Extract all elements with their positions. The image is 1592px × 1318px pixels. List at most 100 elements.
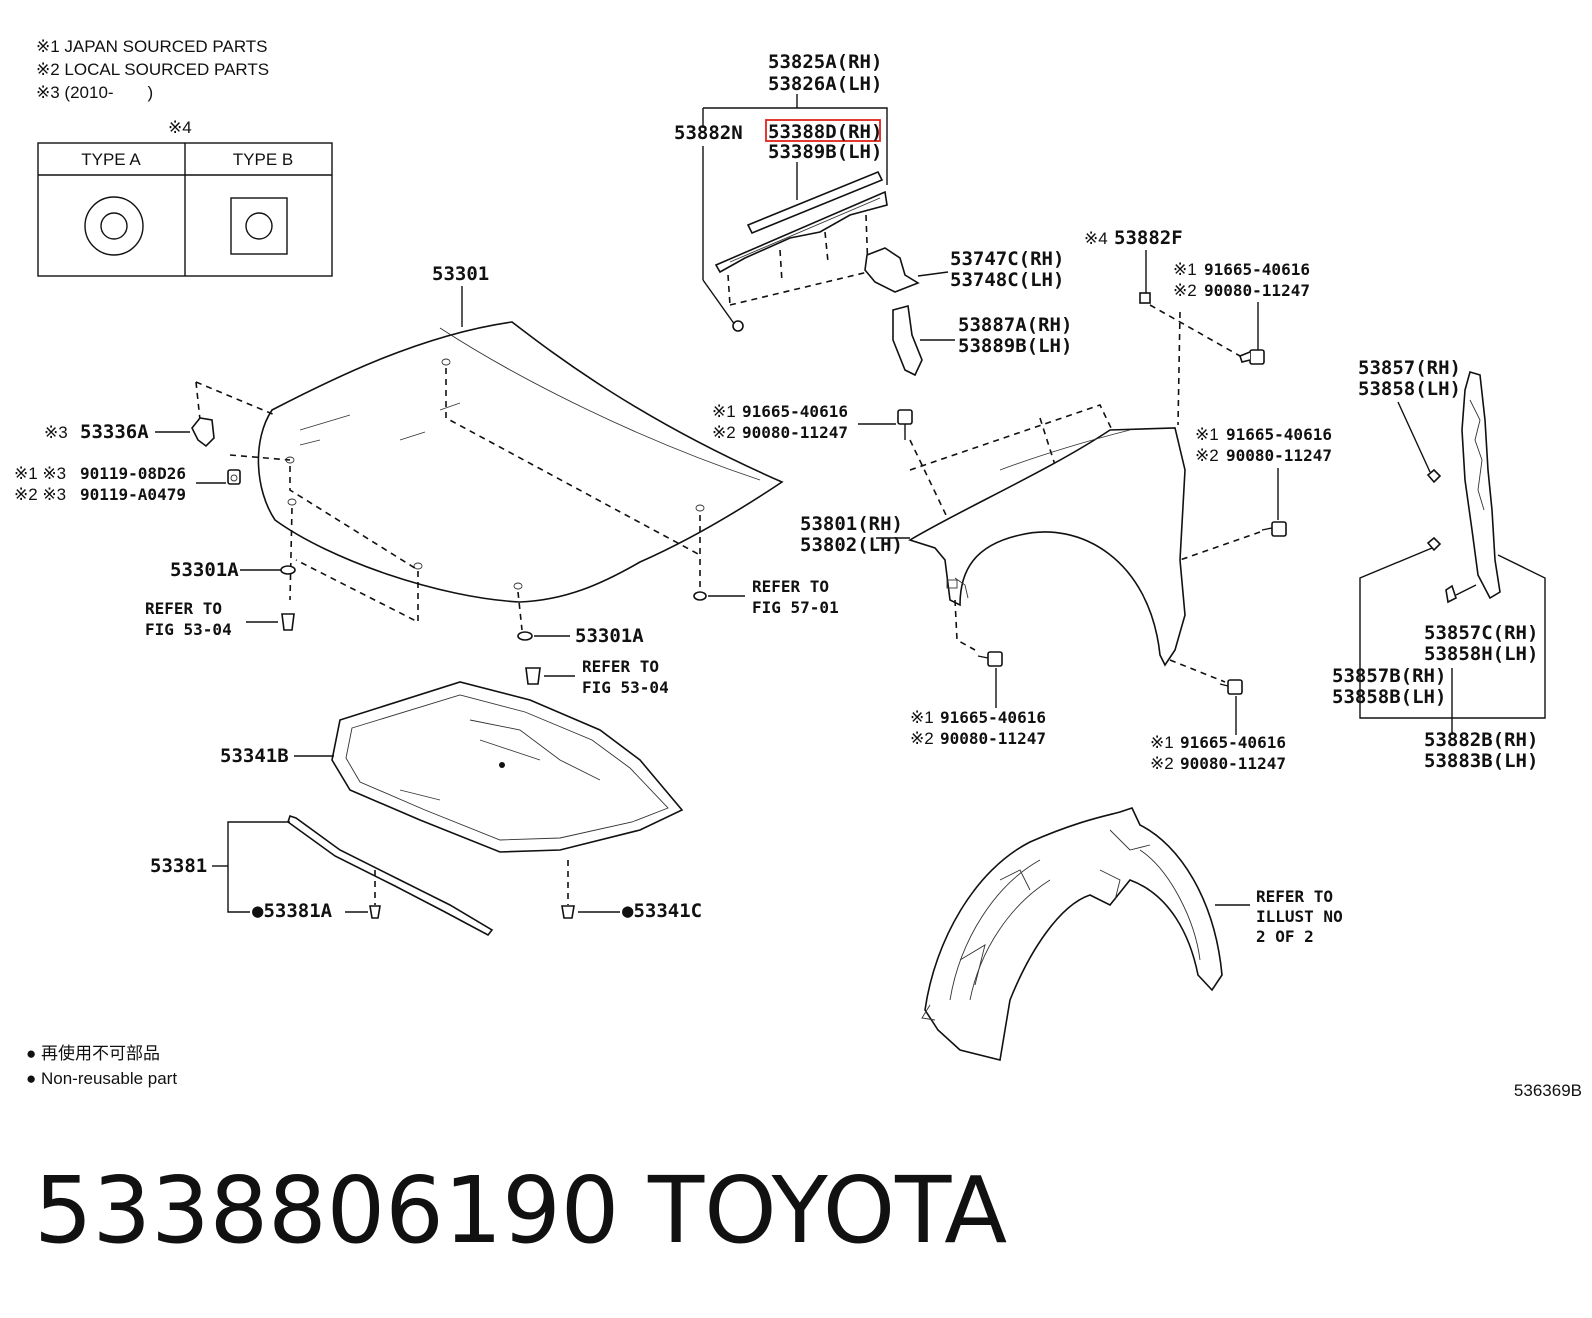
- part-number: 5338806190: [34, 1157, 619, 1264]
- marker-90119b: ※2 ※3: [14, 485, 66, 504]
- bolt-a-part2: 90080-11247: [742, 423, 848, 442]
- label-53381: 53381: [150, 855, 207, 877]
- fender-liner-seal-part: [1461, 370, 1501, 600]
- bolt-e-mark1: ※1: [1150, 733, 1174, 752]
- marker-53882f: ※4: [1084, 229, 1108, 248]
- refer-57-01-line2: FIG 57-01: [752, 598, 839, 617]
- type-b-header: TYPE B: [233, 150, 293, 169]
- refer-53-04-b-line1: REFER TO: [582, 657, 659, 676]
- label-53336a: 53336A: [80, 421, 149, 443]
- bolt-b-part2: 90080-11247: [1204, 281, 1310, 300]
- bolt-d-mark2: ※2: [910, 729, 934, 748]
- clip-icon: [561, 905, 575, 919]
- bolt-c-mark1: ※1: [1195, 425, 1219, 444]
- label-53301a-left: 53301A: [170, 559, 239, 581]
- legend-english: ● Non-reusable part: [26, 1069, 177, 1088]
- type-a-washer-icon: [84, 196, 144, 256]
- hood-hole-icon: [693, 591, 707, 601]
- bolt-icon: [1219, 679, 1243, 695]
- bolt-a-part1: 91665-40616: [742, 402, 848, 421]
- refer-53-04-b-line2: FIG 53-04: [582, 678, 669, 697]
- label-53883b: 53883B(LH): [1424, 750, 1538, 772]
- bolt-b-part1: 91665-40616: [1204, 260, 1310, 279]
- label-53826a: 53826A(LH): [768, 73, 882, 95]
- refer-53-04-a-line1: REFER TO: [145, 599, 222, 618]
- label-53858b: 53858B(LH): [1332, 686, 1446, 708]
- label-53388d: 53388D(RH): [768, 121, 882, 143]
- fender-seal-part: [892, 304, 923, 377]
- hood-weatherstrip-part: [714, 170, 888, 332]
- refer-illust-line3: 2 OF 2: [1256, 927, 1314, 946]
- bolt-c-mark2: ※2: [1195, 446, 1219, 465]
- bolt-d-mark1: ※1: [910, 708, 934, 727]
- bolt-b-mark1: ※1: [1173, 260, 1197, 279]
- label-53389b: 53389B(LH): [768, 141, 882, 163]
- label-53341c: ●53341C: [622, 900, 702, 922]
- bolt-a-mark1: ※1: [712, 402, 736, 421]
- refer-illust-line2: ILLUST NO: [1256, 907, 1343, 926]
- bolt-icon: [977, 651, 1003, 667]
- label-53747c: 53747C(RH): [950, 248, 1064, 270]
- bolt-c-part1: 91665-40616: [1226, 425, 1332, 444]
- front-fender-part: [908, 427, 1186, 667]
- type-table-marker: ※4: [168, 118, 192, 137]
- label-53882n: 53882N: [674, 122, 743, 144]
- note-2010: ※3 (2010- ): [36, 83, 153, 102]
- label-53889b: 53889B(LH): [958, 335, 1072, 357]
- label-53858h: 53858H(LH): [1424, 643, 1538, 665]
- label-53858: 53858(LH): [1358, 378, 1461, 400]
- type-b-square-nut-icon: [230, 197, 288, 255]
- label-53825a: 53825A(RH): [768, 51, 882, 73]
- square-nut-icon: [1139, 292, 1151, 304]
- label-53301a-center: 53301A: [575, 625, 644, 647]
- highlight-box: [765, 119, 881, 142]
- note-local-sourced: ※2 LOCAL SOURCED PARTS: [36, 60, 269, 79]
- bolt-e-mark2: ※2: [1150, 754, 1174, 773]
- label-53381a: ●53381A: [252, 900, 333, 922]
- bolt-icon: [1239, 349, 1265, 365]
- label-53882b: 53882B(RH): [1424, 729, 1538, 751]
- clip-icon: [369, 905, 381, 919]
- brand-name: TOYOTA: [647, 1157, 1007, 1264]
- bolt-e-part1: 91665-40616: [1180, 733, 1286, 752]
- marker-53336a: ※3: [44, 423, 68, 442]
- label-53802: 53802(LH): [800, 534, 903, 556]
- label-53882f: 53882F: [1114, 227, 1183, 249]
- refer-57-01-line1: REFER TO: [752, 577, 829, 596]
- bolt-e-part2: 90080-11247: [1180, 754, 1286, 773]
- bolt-d-part1: 91665-40616: [940, 708, 1046, 727]
- type-a-header: TYPE A: [81, 150, 141, 169]
- label-53748c: 53748C(LH): [950, 269, 1064, 291]
- refer-53-04-a-line2: FIG 53-04: [145, 620, 232, 639]
- refer-illust-line1: REFER TO: [1256, 887, 1333, 906]
- hood-seal-bracket-part: [864, 247, 920, 293]
- hood-cushion-icon: [280, 565, 296, 575]
- bolt-d-part2: 90080-11247: [940, 729, 1046, 748]
- fender-liner-part: [921, 807, 1223, 1061]
- label-53857: 53857(RH): [1358, 357, 1461, 379]
- hood-cushion-icon: [517, 631, 533, 641]
- label-53887a: 53887A(RH): [958, 314, 1072, 336]
- marker-90119a: ※1 ※3: [14, 464, 66, 483]
- hood-bracket-part: [191, 417, 215, 448]
- clip-icon: [1426, 468, 1442, 484]
- bolt-icon: [227, 469, 241, 485]
- label-90119a: 90119-08D26: [80, 464, 186, 483]
- bolt-c-part2: 90080-11247: [1226, 446, 1332, 465]
- bolt-a-mark2: ※2: [712, 423, 736, 442]
- label-53301: 53301: [432, 263, 489, 285]
- label-53857b: 53857B(RH): [1332, 665, 1446, 687]
- note-japan-sourced: ※1 JAPAN SOURCED PARTS: [36, 37, 268, 56]
- hood-insulator-part: [331, 681, 684, 853]
- legend-japanese: ● 再使用不可部品: [26, 1043, 160, 1063]
- label-53341b: 53341B: [220, 745, 289, 767]
- type-table: TYPE A TYPE B: [37, 142, 333, 277]
- bolt-icon: [897, 409, 913, 440]
- label-53801: 53801(RH): [800, 513, 903, 535]
- cushion-icon: [525, 667, 541, 685]
- clip-icon: [1445, 584, 1457, 604]
- clip-icon: [1426, 536, 1442, 552]
- bolt-icon: [1261, 521, 1287, 537]
- hood-seal-part: [287, 814, 494, 937]
